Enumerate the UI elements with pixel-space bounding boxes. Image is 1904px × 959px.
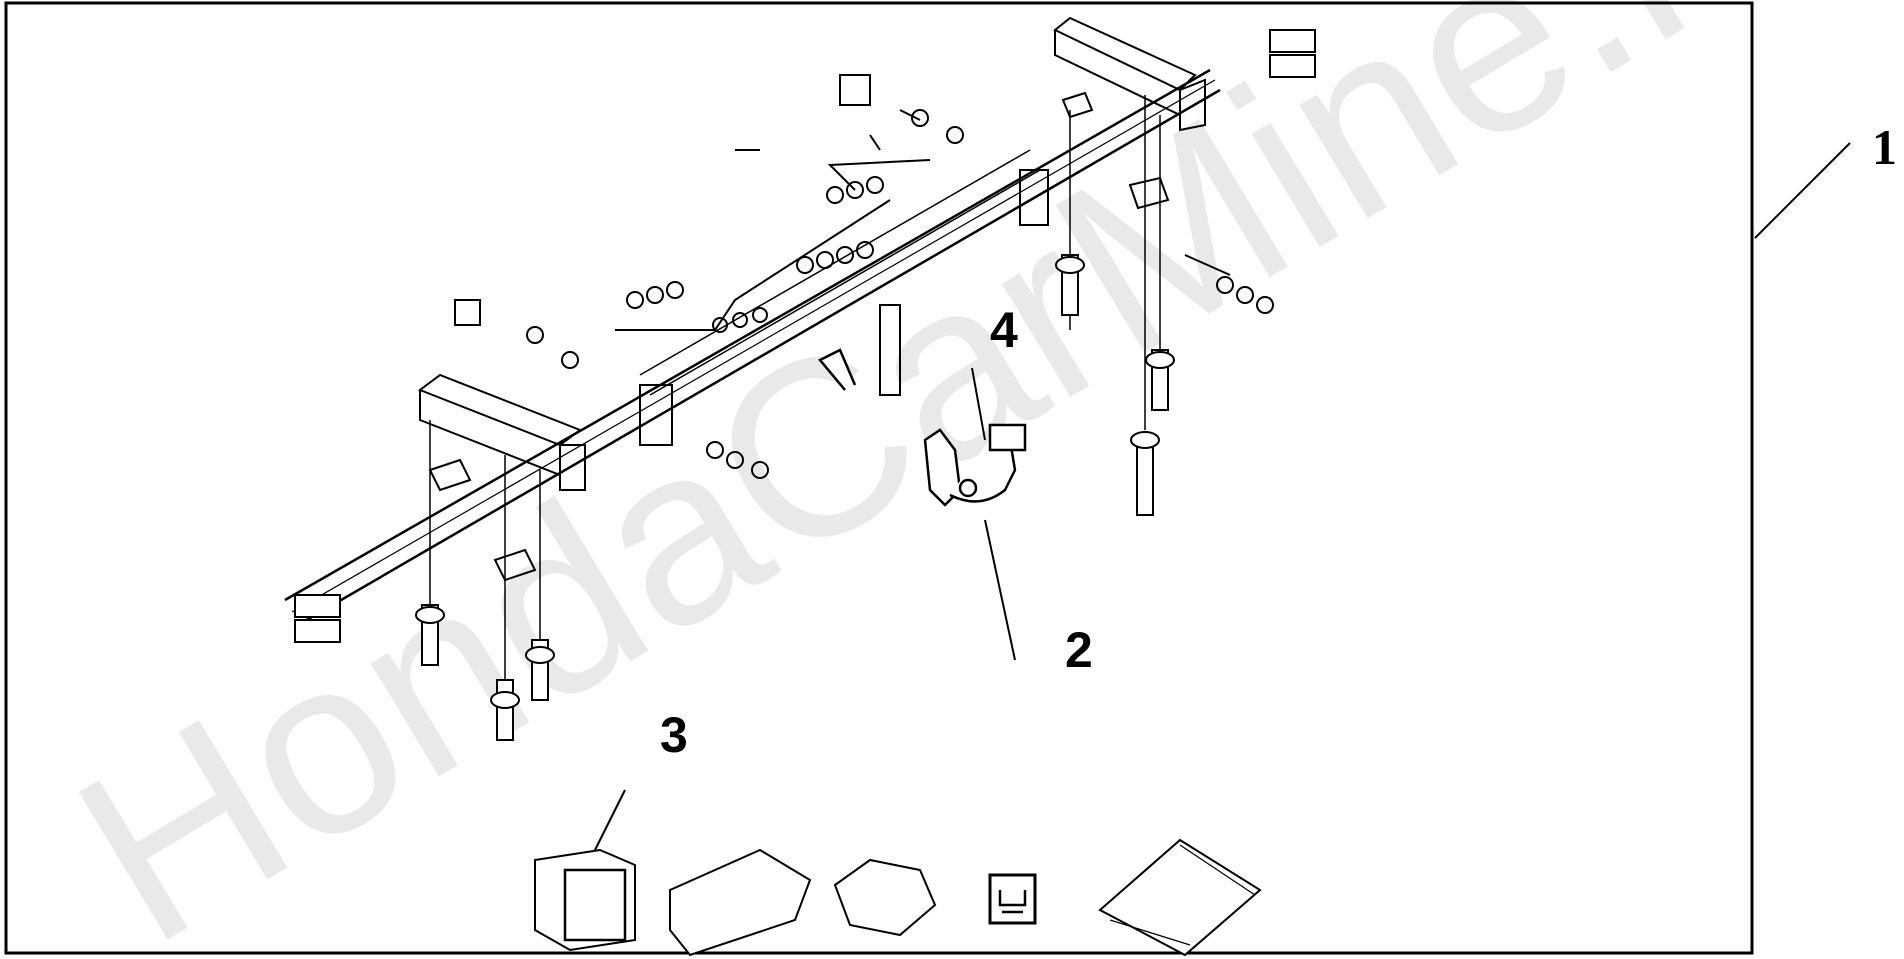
callout-3: 3 <box>660 707 688 763</box>
wiring-pouch <box>669 848 812 957</box>
cable-bundle <box>833 858 937 937</box>
washer-set-left <box>415 256 1175 709</box>
callout-4: 4 <box>990 302 1018 358</box>
callout-1: 1 <box>1872 119 1897 175</box>
leader-line-2 <box>984 519 1016 661</box>
hardware-groups <box>526 109 1274 479</box>
left-mounting-bracket <box>417 373 586 582</box>
leader-line-1 <box>1754 142 1851 239</box>
callout-2: 2 <box>1065 622 1093 678</box>
leader-line-4 <box>971 367 986 441</box>
bolt-assembly-lines <box>429 95 1161 700</box>
tow-bar-crossbar <box>284 68 1221 627</box>
accessory-items <box>534 838 1262 957</box>
end-clamps <box>294 29 1316 643</box>
diagram-frame <box>4 1 1754 955</box>
right-mounting-bracket <box>1053 16 1206 210</box>
tow-ball-assembly <box>818 348 1027 507</box>
instruction-booklet <box>1098 838 1262 957</box>
center-mounting-plates <box>639 169 1049 446</box>
